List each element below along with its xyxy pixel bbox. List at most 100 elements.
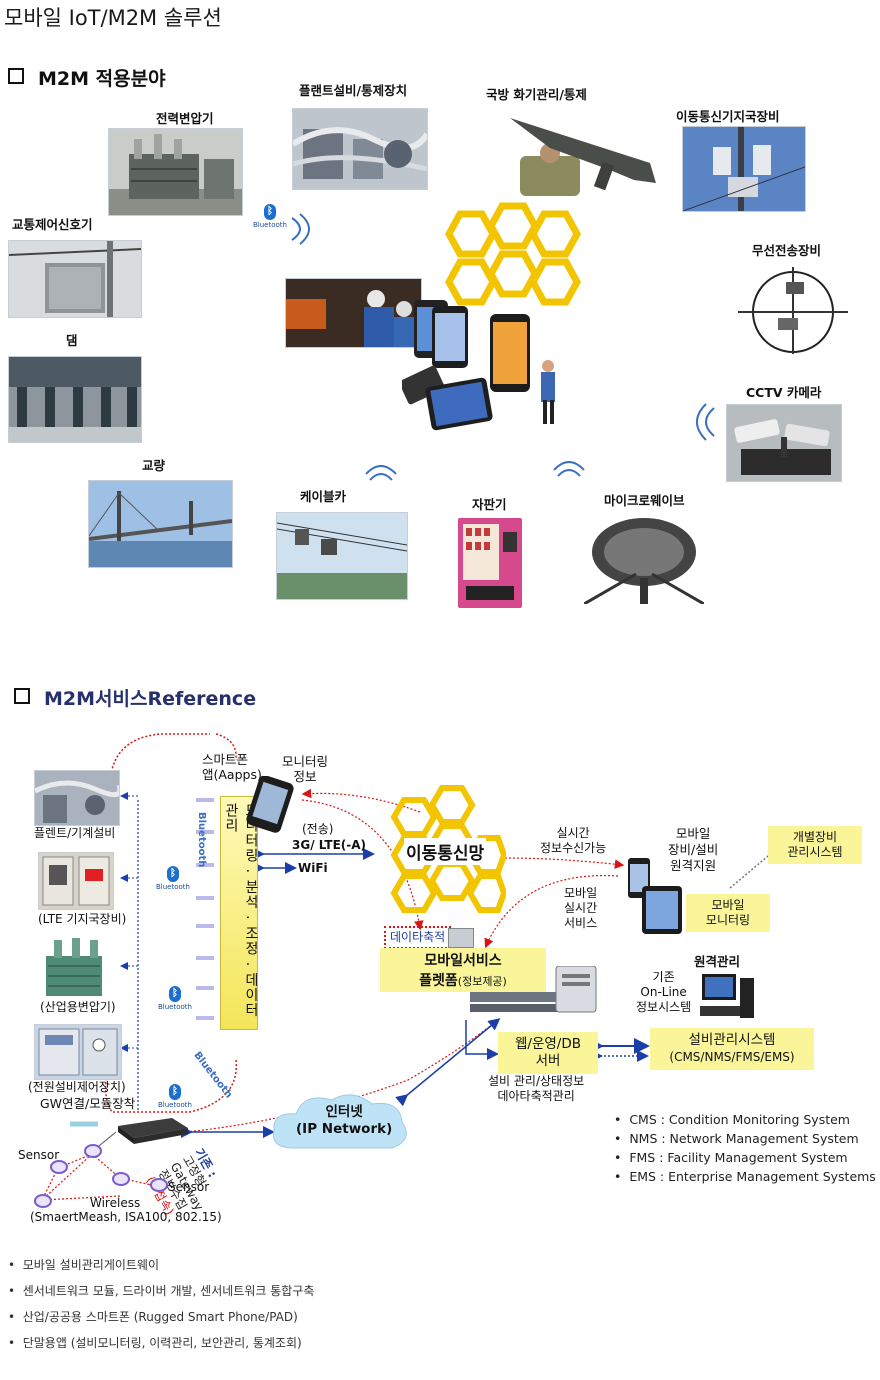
bluetooth-icon: ᛒ — [169, 986, 181, 1002]
mobile-realtime-line3: 서비스 — [564, 916, 598, 930]
facility-system-line1: 설비관리시스템 — [688, 1032, 776, 1048]
legend-ems: EMS : Enterprise Management Systems — [629, 1169, 876, 1184]
sensor-label-left: Sensor — [18, 1148, 60, 1162]
web-server-line1: 웹/운영/DB — [514, 1036, 581, 1052]
feature-text: 산업/공공용 스마트폰 (Rugged Smart Phone/PAD) — [22, 1310, 298, 1324]
section-m2m-fields-title: M2M 적용분야 — [38, 68, 166, 90]
label-dam: 댐 — [66, 333, 78, 348]
bluetooth-vertical-label: Bluetooth — [196, 812, 207, 868]
legend-item: • EMS : Enterprise Management Systems — [614, 1169, 876, 1184]
transmit-label: (전송) — [302, 822, 334, 836]
server-rack-image — [466, 965, 606, 1020]
monitoring-analysis-text: 모니터링 ․ 분석 ․ 조정 ․ 데이터관리 — [223, 803, 259, 1018]
bluetooth-icon: ᛒ — [264, 204, 276, 220]
bluetooth-badge: ᛒ Bluetooth — [250, 204, 290, 229]
legend-item: • CMS : Condition Monitoring System — [614, 1112, 850, 1127]
internet-line1: 인터넷 — [325, 1104, 363, 1120]
mobile-devices-image — [399, 290, 602, 444]
tablet-phone-image — [626, 856, 686, 940]
base-station-photo — [682, 126, 806, 212]
label-bridge: 교량 — [142, 458, 166, 473]
realtime-line2: 정보수신가능 — [540, 841, 607, 855]
bridge-photo — [88, 480, 233, 568]
wireless-label: Wireless — [90, 1196, 141, 1210]
label-defense: 국방 화기관리/통제 — [486, 87, 587, 102]
facility-management-system-box: 설비관리시스템 (CMS/NMS/FMS/EMS) — [650, 1028, 814, 1070]
platform-name: 플렛폼 — [419, 973, 458, 989]
feature-list: • 모바일 설비관리게이트웨이 • 센서네트워크 모듈, 드라이버 개발, 센서… — [8, 1256, 314, 1360]
monitoring-info-line1: 모니터링 — [282, 754, 329, 769]
mobile-realtime-service-label: 모바일 실시간 서비스 — [564, 886, 597, 931]
device-label-plant: 플렌트/기계설비 — [34, 826, 116, 840]
legacy-line3: 정보시스템 — [636, 1000, 692, 1014]
mobile-remote-line3: 원격지원 — [670, 858, 717, 873]
device-label-lte: (LTE 기지국장비) — [38, 912, 127, 926]
individual-mgmt-system-box: 개별장비 관리시스템 — [768, 826, 862, 864]
platform-info: (정보제공) — [457, 975, 507, 988]
label-cctv: CCTV 카메라 — [746, 385, 822, 400]
mobile-monitoring-box: 모바일 모니터링 — [686, 894, 770, 932]
label-plant-control: 플랜트설비/통제장치 — [299, 83, 408, 98]
wireless-equipment-image — [728, 262, 858, 354]
smartphone-app-line2: 앱(Aapps) — [202, 767, 262, 782]
internet-label: 인터넷 (IP Network) — [296, 1104, 392, 1138]
gateway-device-image — [112, 1116, 192, 1150]
bluetooth-label: Bluetooth — [253, 221, 287, 229]
section-m2m-reference-heading: M2M서비스Reference — [14, 684, 256, 711]
bluetooth-label: Bluetooth — [156, 883, 190, 891]
label-traffic-signal: 교통제어신호기 — [12, 217, 93, 232]
feature-text: 센서네트워크 모듈, 드라이버 개발, 센서네트워크 통합구축 — [22, 1284, 315, 1298]
feature-item: • 모바일 설비관리게이트웨이 — [8, 1258, 160, 1272]
legend-nms: NMS : Network Management System — [629, 1131, 859, 1146]
remote-management-label: 원격관리 — [694, 954, 741, 969]
feature-text: 모바일 설비관리게이트웨이 — [22, 1258, 160, 1272]
platform-subtitle: 플렛폼(정보제공) — [380, 970, 546, 990]
acronym-legend: • CMS : Condition Monitoring System • NM… — [614, 1112, 876, 1184]
section-m2m-fields-heading: M2M 적용분야 — [8, 64, 166, 91]
bluetooth-icon: ᛒ — [167, 866, 179, 882]
checkbox-square-icon — [8, 68, 24, 84]
monitoring-analysis-bar: 모니터링 ․ 분석 ․ 조정 ․ 데이터관리 — [220, 796, 259, 1030]
wireless-signal-icon — [552, 454, 586, 484]
mobile-monitoring-line1: 모바일 — [711, 898, 745, 912]
sensor-node-icon — [50, 1160, 68, 1174]
bluetooth-badge: ᛒ Bluetooth — [155, 1084, 195, 1109]
honeycomb-network-graphic — [430, 200, 600, 329]
bluetooth-badge: ᛒ Bluetooth — [153, 866, 193, 891]
wifi-label: WiFi — [298, 861, 328, 875]
facility-system-line2: (CMS/NMS/FMS/EMS) — [669, 1050, 795, 1064]
legacy-online-system-label: 기존 On-Line 정보시스템 — [636, 970, 691, 1015]
server-desc-line1: 설비 관리/상태정보 — [488, 1074, 585, 1088]
label-cablecar: 케이블카 — [300, 489, 347, 504]
feature-item: • 산업/공공용 스마트폰 (Rugged Smart Phone/PAD) — [8, 1310, 298, 1324]
feature-item: • 단말용앱 (설비모니터링, 이력관리, 보안관리, 통계조회) — [8, 1336, 302, 1350]
label-wireless-equipment: 무선전송장비 — [752, 243, 822, 258]
legend-fms: FMS : Facility Management System — [629, 1150, 848, 1165]
mobile-remote-line2: 장비/설비 — [668, 842, 719, 857]
smartphone-app-line1: 스마트폰 — [202, 752, 249, 767]
sensor-label-right: Sensor — [168, 1180, 210, 1194]
checkbox-square-icon — [14, 688, 30, 704]
feature-text: 단말용앱 (설비모니터링, 이력관리, 보안관리, 통계조회) — [22, 1336, 302, 1350]
sensor-node-icon — [84, 1144, 102, 1158]
label-power-transformer: 전력변압기 — [156, 111, 214, 126]
feature-item: • 센서네트워크 모듈, 드라이버 개발, 센서네트워크 통합구축 — [8, 1284, 315, 1298]
data-accumulation-label: 데이타축적 — [384, 926, 452, 949]
storage-icon — [448, 928, 474, 948]
individual-mgmt-line1: 개별장비 — [792, 830, 838, 844]
platform-title: 모바일서비스 — [424, 953, 502, 969]
wireless-signal-icon — [692, 402, 722, 446]
sensor-node-icon — [112, 1172, 130, 1186]
network-3g-lte-label: 3G/ LTE(-A) — [292, 838, 367, 852]
bluetooth-label: Bluetooth — [158, 1003, 192, 1011]
microwave-dish-image — [583, 508, 705, 606]
cablecar-photo — [276, 512, 408, 600]
desktop-computer-icon — [700, 972, 756, 1028]
traffic-signal-photo — [8, 240, 142, 318]
server-desc-line2: 데아타축적관리 — [497, 1089, 575, 1103]
realtime-line1: 실시간 — [556, 826, 590, 840]
label-microwave: 마이크로웨이브 — [604, 493, 685, 508]
mobile-realtime-line2: 실시간 — [564, 901, 598, 915]
sensor-node-icon — [34, 1194, 52, 1208]
vending-machine-image — [458, 518, 522, 608]
